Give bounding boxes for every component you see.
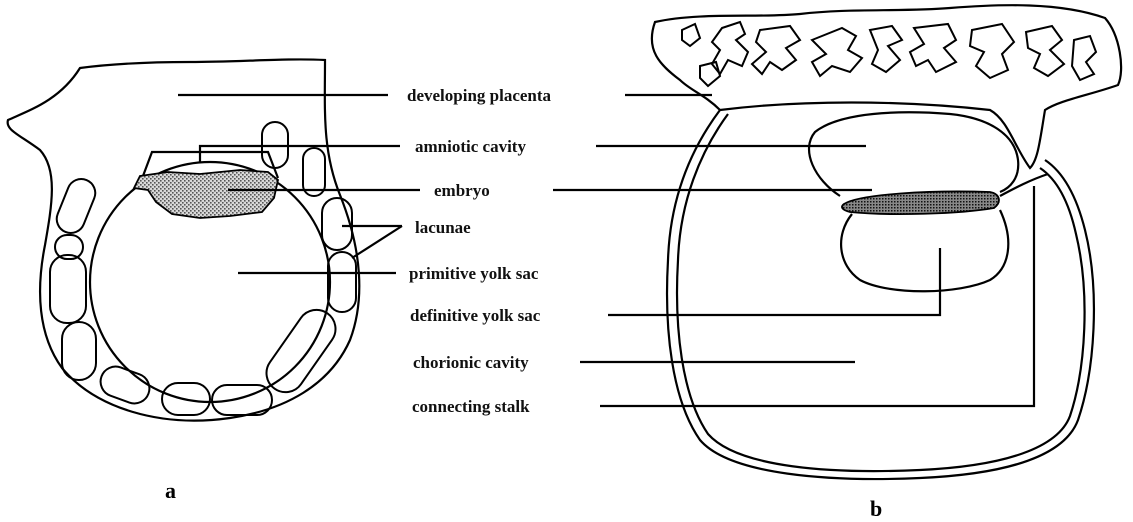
leader-lacunae-2	[352, 226, 402, 258]
label-definitive-yolk-sac: definitive yolk sac	[410, 306, 541, 325]
amniotic-cavity-b-shape	[809, 112, 1018, 196]
placental-villi	[682, 22, 1096, 86]
label-embryo: embryo	[434, 181, 490, 200]
panel-a-drawing	[8, 59, 360, 420]
lacunae-shapes	[50, 122, 356, 415]
lacuna	[303, 148, 325, 196]
chorionic-cavity-outline	[667, 110, 1094, 479]
embryo-shape	[134, 170, 278, 218]
connecting-stalk-shape	[1000, 174, 1048, 196]
labels: developing placenta amniotic cavity embr…	[165, 86, 882, 521]
label-primitive-yolk-sac: primitive yolk sac	[409, 264, 539, 283]
leader-connecting-stalk	[600, 186, 1034, 406]
chorionic-inner-outline	[677, 114, 1085, 471]
lacuna	[322, 198, 352, 250]
panel-b-drawing	[652, 5, 1121, 479]
lacuna	[259, 302, 343, 399]
label-chorionic-cavity: chorionic cavity	[413, 353, 529, 372]
panel-label-b: b	[870, 496, 882, 521]
lacuna	[53, 175, 100, 237]
label-lacunae: lacunae	[415, 218, 471, 237]
definitive-yolk-sac-shape	[841, 210, 1008, 291]
lacuna	[62, 322, 96, 380]
label-amniotic-cavity: amniotic cavity	[415, 137, 526, 156]
leader-lines	[178, 95, 1034, 406]
developing-placenta-outline	[8, 59, 360, 420]
placenta-band-outline	[652, 5, 1121, 168]
label-connecting-stalk: connecting stalk	[412, 397, 530, 416]
lacuna	[328, 252, 356, 312]
panel-label-a: a	[165, 478, 176, 503]
leader-amniotic-cavity-a	[200, 146, 400, 163]
lacuna	[50, 255, 86, 323]
leader-definitive-yolk-sac	[608, 248, 940, 315]
embryo-b-shape	[842, 192, 999, 215]
label-developing-placenta: developing placenta	[407, 86, 552, 105]
